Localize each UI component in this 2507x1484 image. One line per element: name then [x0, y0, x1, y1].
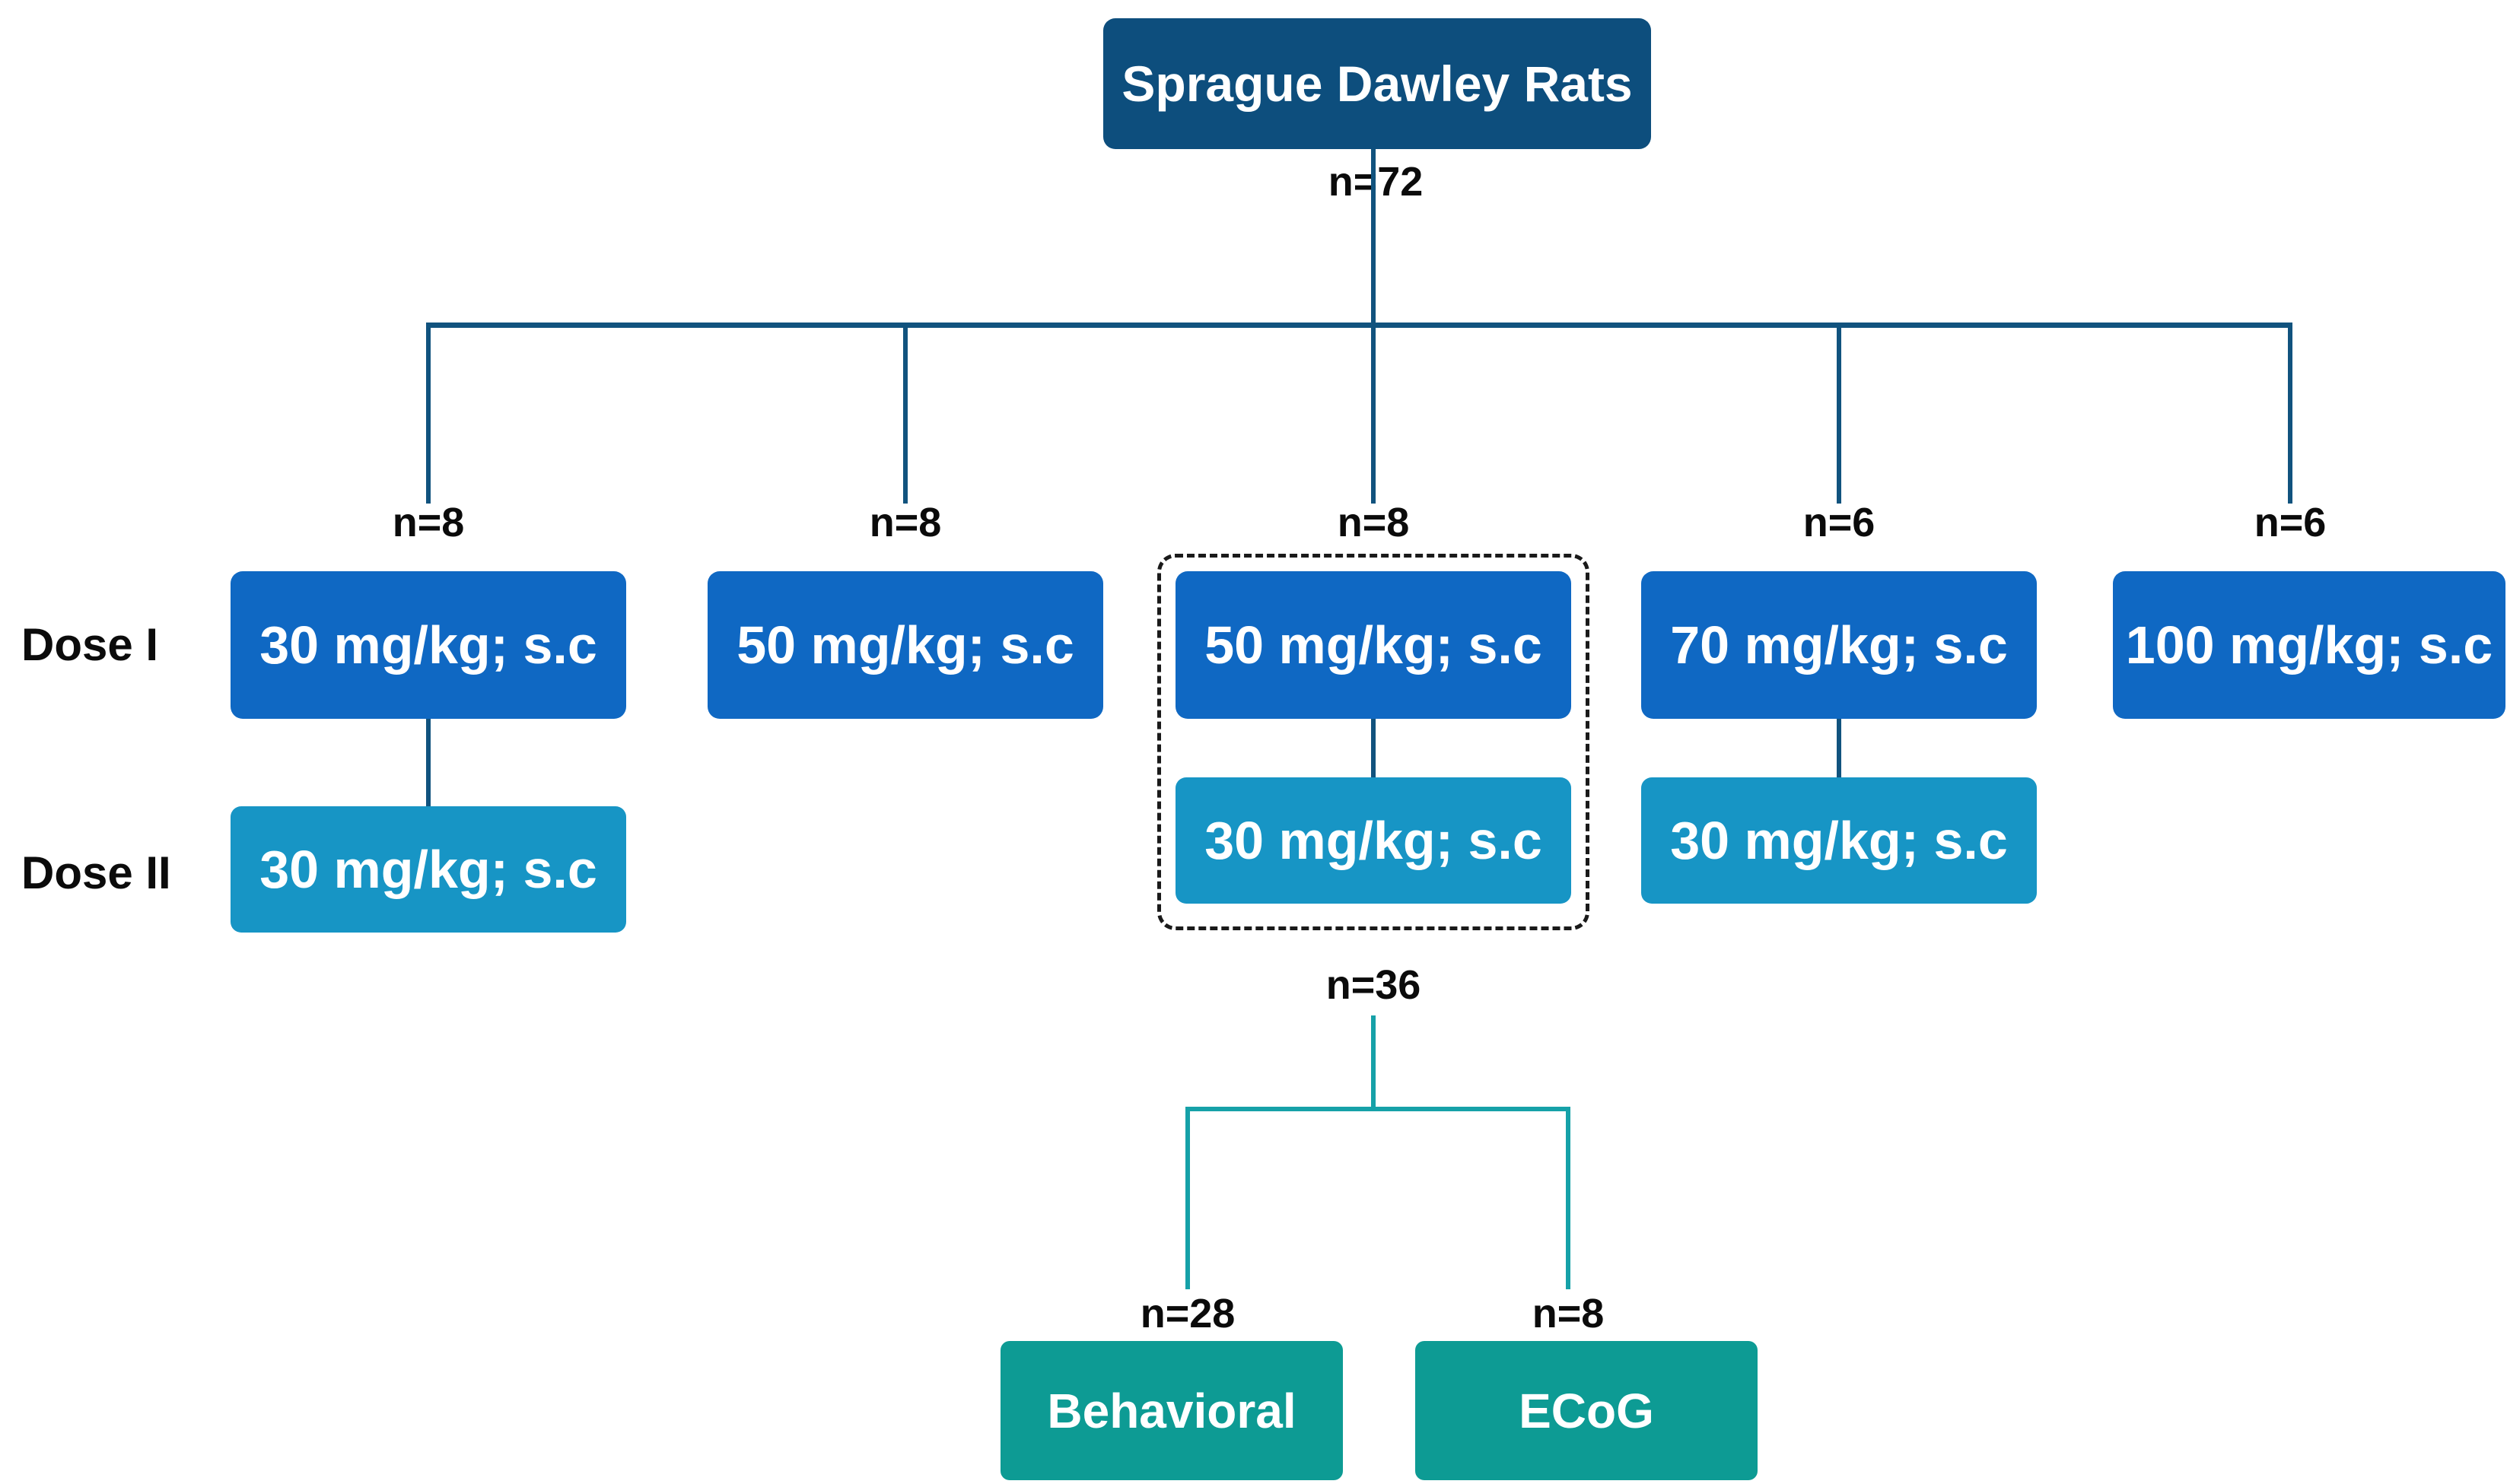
- group-1-dose2-label: 30 mg/kg; s.c: [259, 840, 597, 899]
- group-1-dose1-label: 30 mg/kg; s.c: [259, 615, 597, 675]
- followup-branch-2-count: n=8: [1532, 1291, 1605, 1336]
- followup-stem: [1371, 1015, 1376, 1109]
- followup-count: n=36: [1325, 962, 1421, 1008]
- followup-drop-left: [1185, 1107, 1190, 1289]
- group-3-dose2-label: 30 mg/kg; s.c: [1204, 811, 1542, 870]
- connector-drop-group-3: [1371, 323, 1376, 504]
- behavioral-box-label: Behavioral: [1047, 1383, 1296, 1438]
- connector-drop-group-4: [1837, 323, 1841, 504]
- group-5-dose1-box: 100 mg/kg; s.c: [2113, 571, 2505, 719]
- connector-dose2-group-1: [426, 719, 431, 806]
- group-3-dose1-label: 50 mg/kg; s.c: [1204, 615, 1542, 675]
- followup-drop-right: [1566, 1107, 1570, 1289]
- highlight-frame-group-3: [1157, 554, 1589, 930]
- root-box: Sprague Dawley Rats: [1103, 18, 1651, 149]
- group-4-dose1-label: 70 mg/kg; s.c: [1670, 615, 2008, 675]
- group-4-dose2-label: 30 mg/kg; s.c: [1670, 811, 2008, 870]
- group-4-dose2-box: 30 mg/kg; s.c: [1641, 777, 2037, 904]
- group-1-dose1-box: 30 mg/kg; s.c: [231, 571, 626, 719]
- root-count-label: n=72: [1328, 159, 1424, 205]
- group-3-dose2-box: 30 mg/kg; s.c: [1176, 777, 1571, 904]
- followup-branch-1-count: n=28: [1140, 1291, 1236, 1336]
- group-4-dose1-box: 70 mg/kg; s.c: [1641, 571, 2037, 719]
- connector-dose2-group-4: [1837, 719, 1841, 777]
- row-label-dose1: Dose I: [21, 619, 159, 670]
- connector-drop-group-1: [426, 323, 431, 504]
- group-1-dose2-box: 30 mg/kg; s.c: [231, 806, 626, 933]
- connector-dose2-group-3: [1371, 719, 1376, 777]
- followup-bar: [1185, 1107, 1570, 1111]
- row-label-dose2: Dose II: [21, 847, 171, 898]
- behavioral-box: Behavioral: [1001, 1341, 1343, 1480]
- group-5-count: n=6: [2254, 500, 2327, 545]
- group-3-dose1-box: 50 mg/kg; s.c: [1176, 571, 1571, 719]
- group-1-count: n=8: [392, 500, 465, 545]
- connector-main-bar: [426, 323, 2292, 328]
- group-2-dose1-box: 50 mg/kg; s.c: [708, 571, 1103, 719]
- group-3-count: n=8: [1337, 500, 1410, 545]
- group-2-count: n=8: [869, 500, 942, 545]
- ecog-box: ECoG: [1415, 1341, 1758, 1480]
- group-2-dose1-label: 50 mg/kg; s.c: [737, 615, 1074, 675]
- group-5-dose1-label: 100 mg/kg; s.c: [2125, 615, 2493, 675]
- connector-root-stem: [1371, 149, 1376, 326]
- root-box-label: Sprague Dawley Rats: [1121, 56, 1633, 112]
- ecog-box-label: ECoG: [1519, 1383, 1654, 1438]
- connector-drop-group-2: [903, 323, 908, 504]
- group-4-count: n=6: [1802, 500, 1875, 545]
- connector-drop-group-5: [2288, 323, 2292, 504]
